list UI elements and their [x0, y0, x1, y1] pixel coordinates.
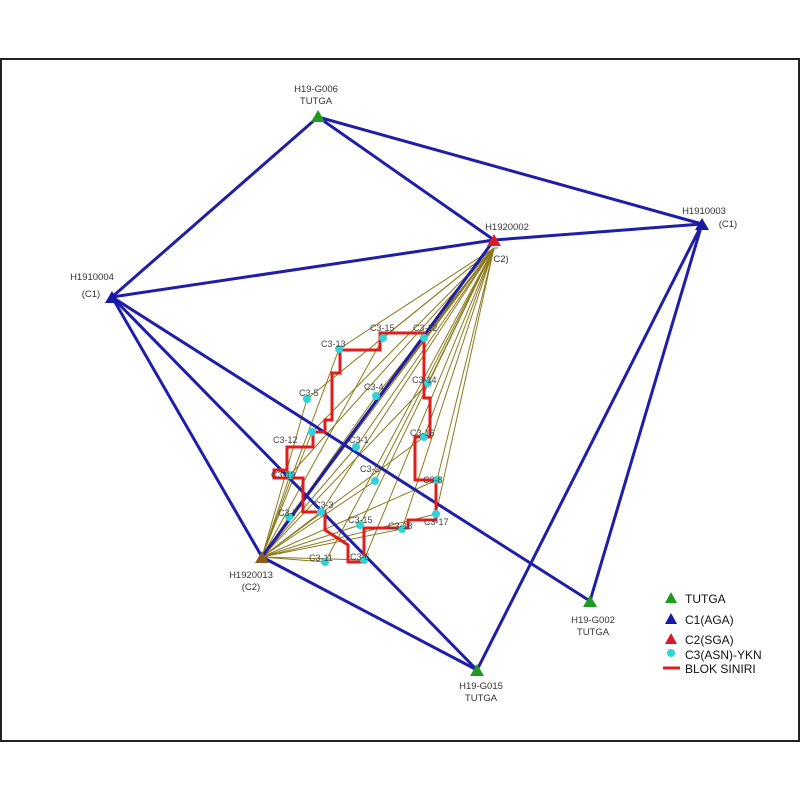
triangle-blue-icon: [665, 613, 677, 624]
station-class: (C1): [82, 289, 100, 300]
c3-label: C3-12: [273, 435, 298, 445]
station-markers: [105, 110, 709, 676]
station-class: TUTGA: [577, 627, 610, 638]
c3-label: C3-4: [364, 382, 384, 392]
triangle-green-icon: [665, 592, 677, 603]
c3-label: C3-6: [350, 552, 370, 562]
station-name: H1910003: [682, 206, 726, 217]
c3-label: C3-17: [424, 517, 449, 527]
c1-triangle-icon: [695, 218, 709, 230]
station-class: TUTGA: [300, 96, 333, 107]
diagram-frame: [0, 58, 800, 742]
station-class: (C1): [719, 219, 737, 230]
legend-block: BLOK SINIRI: [685, 662, 756, 676]
c3-label: C3-1: [349, 435, 369, 445]
legend-c1: C1(AGA): [685, 613, 734, 627]
legend-c2: C2(SGA): [685, 633, 734, 647]
c3-label: C3-13: [321, 339, 346, 349]
c3-points: [285, 334, 441, 566]
station-name: H19-G015: [459, 681, 503, 692]
legend-c3: C3(ASN)-YKN: [685, 648, 762, 662]
c3-label: C3-5: [299, 388, 319, 398]
c3-label: C3-19: [271, 470, 296, 480]
baselines: [110, 115, 704, 672]
c3-label: C3-2: [360, 464, 380, 474]
station-class: (C2): [242, 582, 260, 593]
station-name: H1920002: [485, 222, 529, 233]
block-boundary: [272, 331, 438, 564]
legend: TUTGA C1(AGA) C2(SGA) C3(ASN)-YKN BLOK S…: [663, 592, 762, 676]
station-name: H1920013: [229, 570, 273, 581]
c1-triangle-icon: [105, 291, 119, 303]
station-class: C2): [493, 254, 508, 265]
c2-triangle-icon: [487, 234, 501, 246]
legend-tutga: TUTGA: [685, 592, 726, 606]
c3-label: C3-3: [314, 500, 334, 510]
c3-label: C3-7: [278, 508, 298, 518]
c3-label: C3-18: [388, 521, 413, 531]
triangle-red-icon: [665, 633, 677, 644]
dot-cyan-icon: [667, 649, 675, 657]
c3-label: C3-8: [423, 475, 443, 485]
c3-label: C3-11: [309, 553, 333, 563]
station-name: H19-G002: [571, 615, 615, 626]
c3-label: C3-16: [410, 428, 435, 438]
c3-labels: C3-13 C3-15 C3-12 C3-5 C3-4 C3-14 C3-12 …: [271, 323, 449, 563]
c3-label: C3-15: [348, 515, 373, 525]
station-class: TUTGA: [465, 693, 498, 704]
c3-label: C3-12: [413, 323, 438, 333]
c3-label: C3-14: [412, 375, 437, 385]
tutga-triangle-icon: [583, 595, 597, 607]
c3-label: C3-15: [370, 323, 395, 333]
tutga-triangle-icon: [311, 110, 325, 122]
tutga-triangle-icon: [470, 664, 484, 676]
station-labels: H19-G006 TUTGA H1910003 (C1) H1920002 C2…: [70, 84, 737, 704]
station-name: H19-G006: [294, 84, 338, 95]
station-name: H1910004: [70, 272, 114, 283]
c2-triangle-icon: [255, 551, 269, 563]
